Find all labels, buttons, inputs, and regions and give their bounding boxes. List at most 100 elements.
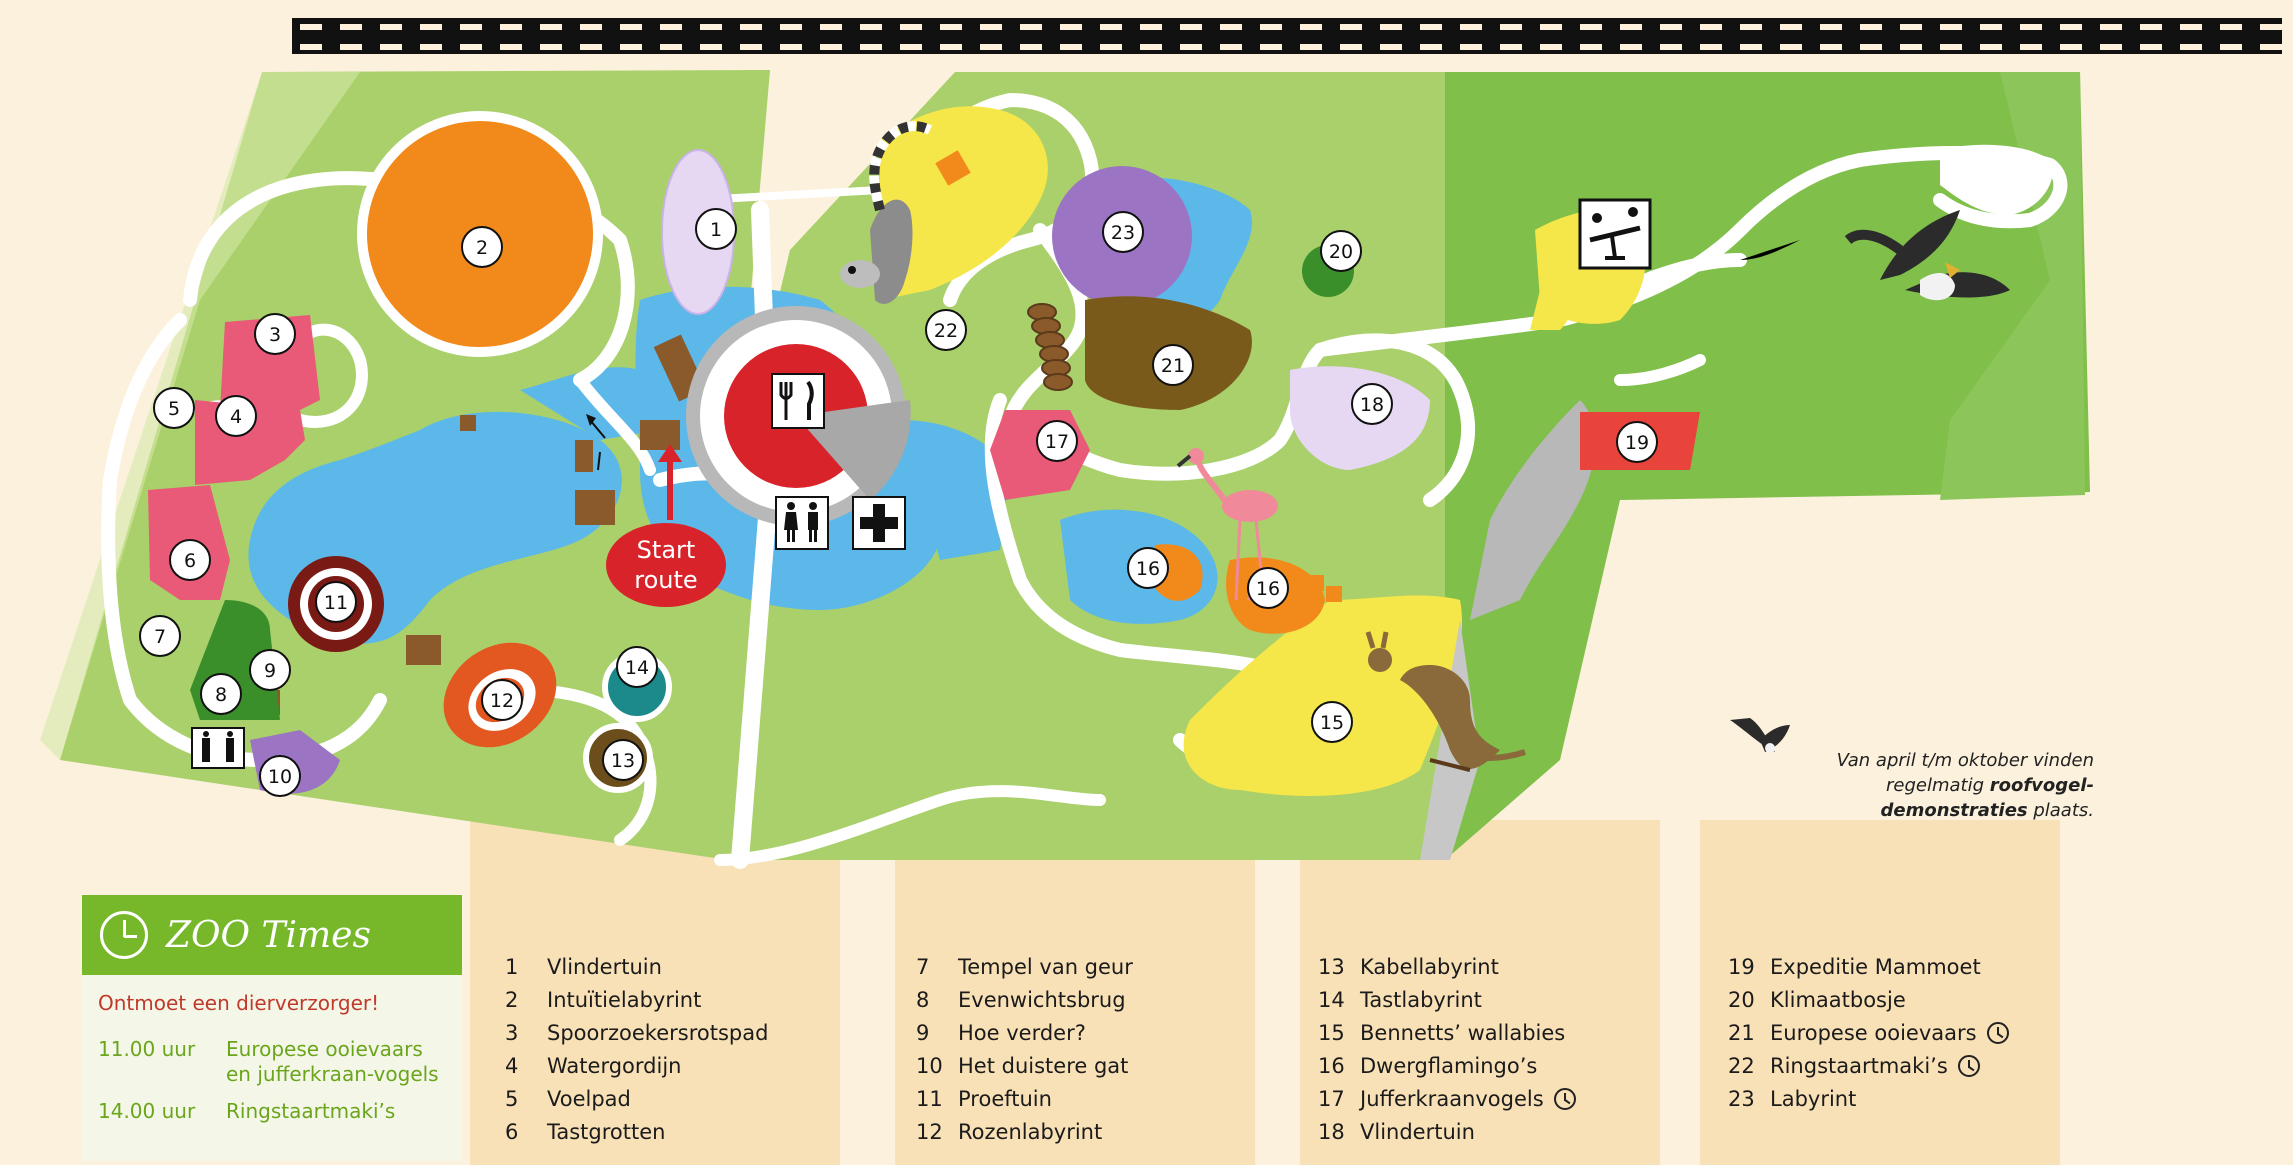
toilet-icon [775,496,829,550]
pin-circle [616,646,658,688]
film-hole [1660,24,1682,30]
pin-number: 6 [184,550,196,572]
pin-number: 10 [268,766,292,788]
attraction-pin-20[interactable]: 20 [1320,230,1362,272]
legend-label: Kabellabyrint [1360,954,1499,979]
attraction-pin-2[interactable]: 2 [461,226,503,268]
attraction-pin-17[interactable]: 17 [1036,420,1078,462]
attraction-pin-18[interactable]: 18 [1351,383,1393,425]
film-hole [1300,24,1322,30]
film-hole [1220,24,1242,30]
legend-number: 12 [916,1119,943,1144]
legend-number: 10 [916,1053,943,1078]
zoo-times-box: ZOO Times Ontmoet een dierverzorger! 11.… [82,895,462,1161]
film-hole [1780,24,1802,30]
film-hole [1660,44,1682,50]
film-hole [1540,44,1562,50]
attraction-pin-13[interactable]: 13 [602,739,644,781]
pin-number: 13 [611,750,635,772]
pin-number: 16 [1256,578,1280,600]
film-hole [740,24,762,30]
film-hole [900,24,922,30]
pin-circle [1127,547,1169,589]
caption-line2-pre: regelmatig [1885,775,1990,796]
attraction-pin-16[interactable]: 16 [1247,567,1289,609]
attraction-pin-23[interactable]: 23 [1102,211,1144,253]
attraction-pin-5[interactable]: 5 [153,387,195,429]
attraction-pin-8[interactable]: 8 [200,673,242,715]
film-hole [660,24,682,30]
legend-number: 11 [916,1086,943,1111]
attraction-pin-6[interactable]: 6 [169,539,211,581]
attraction-pin-15[interactable]: 15 [1311,701,1353,743]
zoo-times-text: Europese ooievaars en jufferkraan-vogels [226,1037,439,1086]
film-hole [1260,44,1282,50]
film-hole [2260,44,2282,50]
film-hole [860,44,882,50]
film-hole [1020,24,1042,30]
attraction-pin-3[interactable]: 3 [254,313,296,355]
caption-line2-bold: roofvogel- [1989,775,2094,796]
attraction-pin-11[interactable]: 11 [315,581,357,623]
film-hole [2260,24,2282,30]
film-hole [1100,24,1122,30]
pin-number: 11 [324,592,348,614]
attraction-pin-19[interactable]: 19 [1616,421,1658,463]
film-hole [2100,44,2122,50]
pin-circle [1311,701,1353,743]
legend-number: 20 [1728,987,1755,1012]
start-route-marker[interactable]: Start route [606,444,726,607]
film-hole [1460,24,1482,30]
legend-label: Evenwichtsbrug [958,987,1126,1012]
pin-number: 17 [1045,431,1069,453]
legend-number: 4 [505,1053,519,1078]
attraction-pin-7[interactable]: 7 [139,615,181,657]
film-hole [1740,44,1762,50]
film-hole [300,44,322,50]
attraction-pin-9[interactable]: 9 [249,649,291,691]
film-hole [1980,24,2002,30]
pin-circle [481,679,523,721]
pin-circle [1036,420,1078,462]
film-hole [1940,44,1962,50]
pin-circle [259,755,301,797]
attraction-pin-1[interactable]: 1 [695,208,737,250]
film-hole [500,44,522,50]
film-hole [1220,44,1242,50]
film-hole [740,44,762,50]
film-hole [420,44,442,50]
film-hole [1620,24,1642,30]
legend-item: 10 Het duistere gat [916,1049,1133,1082]
attraction-pin-16[interactable]: 16 [1127,547,1169,589]
pin-number: 2 [476,237,488,259]
legend-label: Spoorzoekersrotspad [547,1020,769,1045]
pin-circle [249,649,291,691]
pin-circle [1152,344,1194,386]
attraction-pin-14[interactable]: 14 [616,646,658,688]
attraction-pin-21[interactable]: 21 [1152,344,1194,386]
restaurant-icon [771,373,825,429]
legend-number: 14 [1318,987,1345,1012]
zoo-times-time: 11.00 uur [98,1037,196,1061]
film-hole [540,24,562,30]
film-hole [1580,24,1602,30]
attraction-pin-22[interactable]: 22 [925,309,967,351]
film-hole [1100,44,1122,50]
legend-label: Het duistere gat [958,1053,1129,1078]
attraction-pin-10[interactable]: 10 [259,755,301,797]
attraction-pin-12[interactable]: 12 [481,679,523,721]
legend-number: 17 [1318,1086,1345,1111]
attraction-pin-4[interactable]: 4 [215,395,257,437]
